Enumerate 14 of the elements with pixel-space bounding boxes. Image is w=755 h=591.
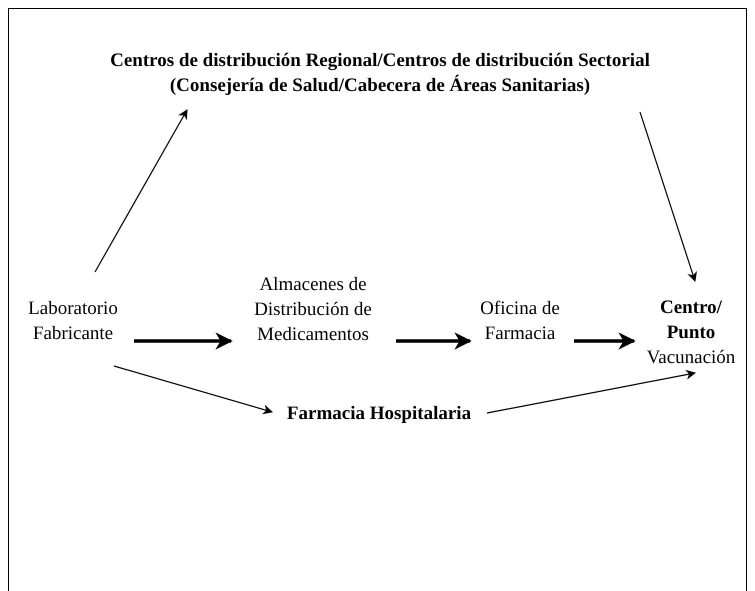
node-label: Oficina de Farmacia [479,297,561,346]
node-label: Centros de distribución Regional/Centros de distribución Sectorial (Consejería de Salud/Cabecera de Áreas Sanitarias) [109,49,651,98]
node-label: Vacunación [646,346,736,370]
arrow [486,370,696,414]
node-label: Farmacia Hospitalaria [286,402,472,426]
arrow [574,332,636,350]
arrow [639,112,697,282]
node-label: Centro/ Punto [659,296,723,344]
arrow [396,332,472,350]
arrow [114,365,273,414]
arrow [94,109,188,272]
node-label: Almacenes de Distribución de Medicamentos [253,272,373,346]
node-label: Laboratorio Fabricante [27,297,119,346]
arrow [134,332,233,350]
